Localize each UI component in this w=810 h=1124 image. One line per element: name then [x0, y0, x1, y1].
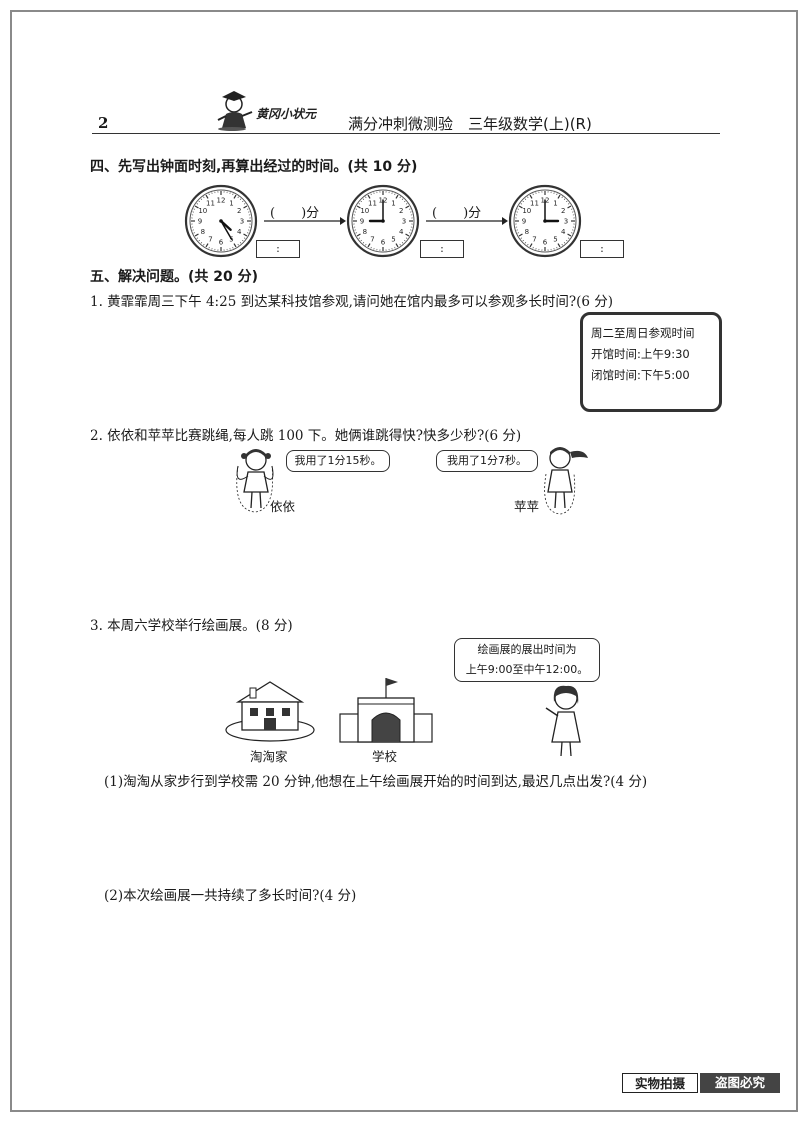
closing-time: 闭馆时间:下午5:00 [591, 368, 690, 382]
svg-text:3: 3 [564, 218, 568, 226]
logo-graphic: 黄冈小状元 [217, 91, 318, 131]
svg-text:6: 6 [543, 239, 548, 247]
svg-text:2: 2 [561, 207, 565, 215]
name-pingping: 苹苹 [514, 499, 540, 514]
svg-text:2: 2 [237, 207, 241, 215]
speech-bubble-pingping: 我用了1分7秒。 [436, 450, 538, 472]
label-school: 学校 [372, 749, 398, 764]
svg-text:7: 7 [370, 236, 374, 244]
svg-text:3: 3 [402, 218, 406, 226]
svg-text:黄冈小状元: 黄冈小状元 [256, 107, 318, 121]
svg-text:6: 6 [219, 239, 224, 247]
question-2: 2. 依依和苹苹比赛跳绳,每人跳 100 下。她俩谁跳得快?快多少秒?(6 分) [90, 428, 522, 444]
time-answer-box-1[interactable]: : [256, 240, 300, 258]
opening-hours-box: 周二至周日参观时间 开馆时间:上午9:30 闭馆时间:下午5:00 [580, 312, 722, 412]
question-1: 1. 黄霏霏周三下午 4:25 到达某科技馆参观,请问她在馆内最多可以参观多长时… [90, 294, 614, 310]
footer-copyright-badge: 盗图必究 [700, 1073, 780, 1093]
svg-text:4: 4 [399, 228, 404, 236]
girl-presenter-illustration [545, 685, 581, 757]
svg-text:3: 3 [240, 218, 244, 226]
label-house: 淘淘家 [250, 749, 288, 764]
time-answer-box-3[interactable]: : [580, 240, 624, 258]
svg-text:1: 1 [391, 199, 395, 207]
arrow1-icon [264, 217, 346, 225]
svg-text:7: 7 [532, 236, 536, 244]
svg-text:12: 12 [217, 197, 226, 205]
arrow2-icon [426, 217, 508, 225]
svg-text:8: 8 [363, 228, 367, 236]
header-divider [92, 133, 720, 134]
header-title: 满分冲刺微测验 三年级数学(上)(R) [348, 115, 592, 133]
svg-text:1: 1 [229, 199, 233, 207]
question-3: 3. 本周六学校举行绘画展。(8 分) [90, 618, 293, 634]
svg-text:10: 10 [360, 207, 369, 215]
svg-text:8: 8 [201, 228, 205, 236]
svg-text:10: 10 [522, 207, 531, 215]
speech-bubble-yiyi: 我用了1分15秒。 [286, 450, 390, 472]
school-illustration [339, 678, 433, 743]
svg-text:9: 9 [198, 218, 202, 226]
exhibition-time-line2: 上午9:00至中午12:00。 [465, 663, 589, 676]
speech-bubble-exhibition: 绘画展的展出时间为 上午9:00至中午12:00。 [454, 638, 600, 682]
svg-text:4: 4 [561, 228, 566, 236]
name-yiyi: 依依 [270, 499, 296, 514]
time-answer-box-2[interactable]: : [420, 240, 464, 258]
girl-yiyi-illustration [236, 449, 274, 513]
svg-text:11: 11 [530, 199, 539, 207]
svg-text:2: 2 [399, 207, 403, 215]
svg-text:10: 10 [198, 207, 207, 215]
arrow1-label: ( )分 [270, 206, 320, 221]
svg-text:9: 9 [522, 218, 526, 226]
footer-photo-badge: 实物拍摄 [622, 1073, 698, 1093]
svg-text:8: 8 [525, 228, 529, 236]
house-illustration [225, 681, 315, 742]
question-3-sub2: (2)本次绘画展一共持续了多长时间?(4 分) [104, 888, 357, 904]
svg-text:6: 6 [381, 239, 386, 247]
opening-time: 开馆时间:上午9:30 [591, 347, 690, 361]
svg-text:5: 5 [553, 236, 557, 244]
exhibition-time-line1: 绘画展的展出时间为 [477, 643, 577, 656]
svg-text:9: 9 [360, 218, 364, 226]
svg-text:7: 7 [208, 236, 212, 244]
section4-heading: 四、先写出钟面时刻,再算出经过的时间。(共 10 分) [90, 159, 418, 175]
svg-text:4: 4 [237, 228, 242, 236]
svg-text:5: 5 [391, 236, 395, 244]
page-number: 2 [98, 114, 109, 132]
opening-hours-title: 周二至周日参观时间 [591, 326, 695, 340]
question-3-sub1: (1)淘淘从家步行到学校需 20 分钟,他想在上午绘画展开始的时间到达,最迟几点… [104, 774, 648, 790]
svg-text:1: 1 [553, 199, 557, 207]
page-frame [10, 10, 798, 1112]
svg-text:11: 11 [368, 199, 377, 207]
arrow2-label: ( )分 [432, 206, 482, 221]
svg-text:11: 11 [206, 199, 215, 207]
girl-pingping-illustration [544, 447, 588, 515]
section5-heading: 五、解决问题。(共 20 分) [90, 269, 259, 285]
